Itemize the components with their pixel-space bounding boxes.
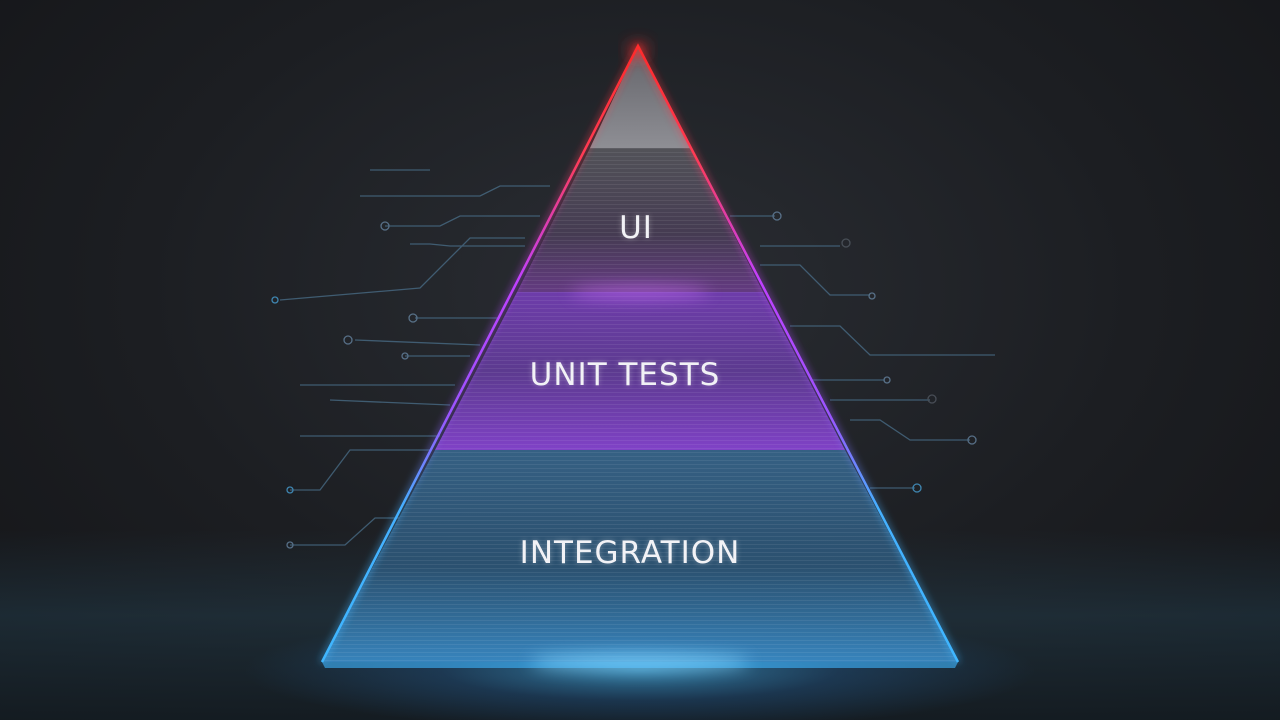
pyramid-tip <box>590 46 690 148</box>
layer-label-integration: INTEGRATION <box>519 535 741 571</box>
circuit-traces-left <box>271 169 550 549</box>
circuit-traces-right <box>730 211 995 493</box>
layer-label-ui: UI <box>619 210 653 246</box>
layer-label-unit-tests: UNIT TESTS <box>529 357 721 393</box>
